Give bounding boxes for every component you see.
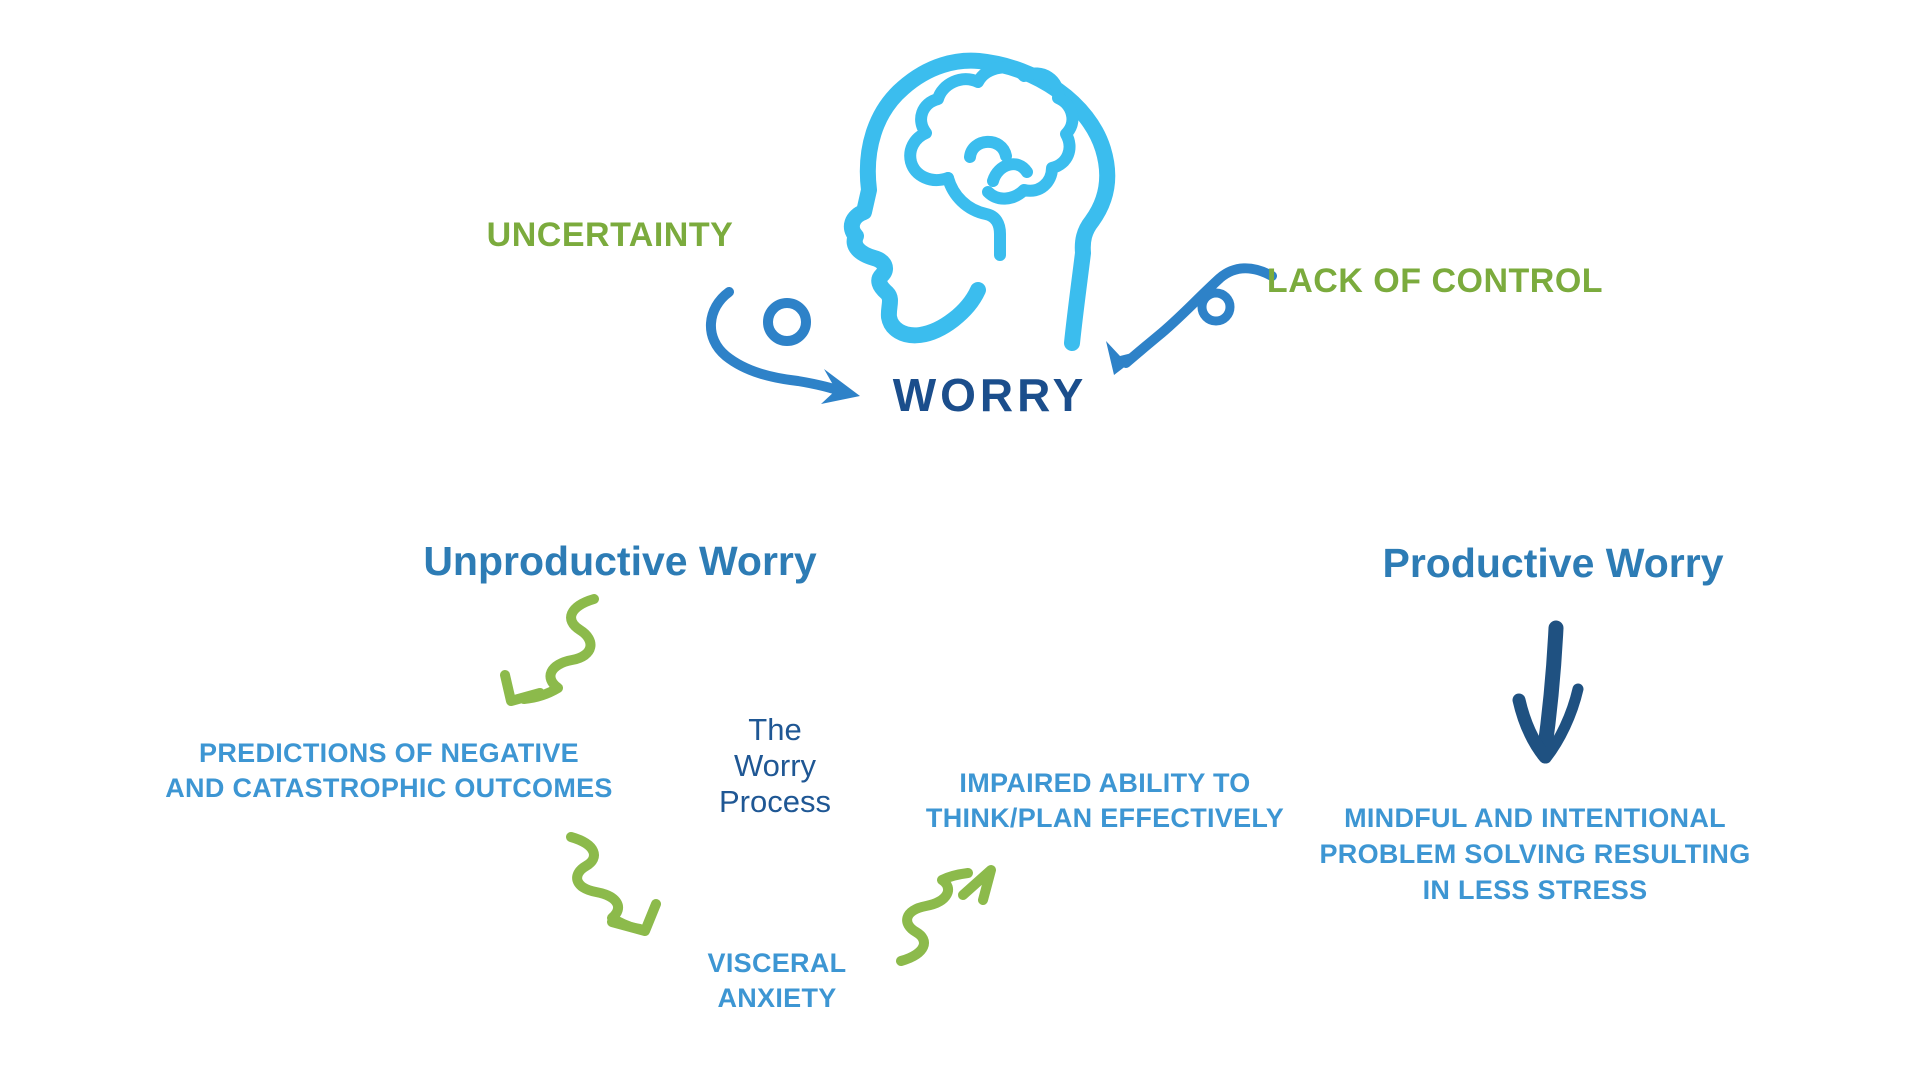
worry-label: WORRY <box>892 369 1088 421</box>
arrowhead <box>500 670 545 706</box>
unproductive-worry-heading: Unproductive Worry <box>423 538 817 584</box>
impaired-line: THINK/PLAN EFFECTIVELY <box>925 803 1285 833</box>
visceral-to-impaired-squiggle-arrow <box>896 865 996 966</box>
uncertainty-label: UNCERTAINTY <box>486 216 734 254</box>
worry-process-line: The <box>748 712 802 747</box>
head-brain-icon <box>843 52 1116 351</box>
mindful-line: MINDFUL AND INTENTIONAL <box>1344 803 1726 833</box>
worry-process-line: Process <box>719 784 831 819</box>
arrowhead <box>821 369 860 404</box>
lack-of-control-label: LACK OF CONTROL <box>1266 262 1604 300</box>
predictions-line: PREDICTIONS OF NEGATIVE <box>199 738 579 768</box>
predictions-to-visceral-squiggle-arrow <box>566 832 661 936</box>
visceral-line: ANXIETY <box>717 983 837 1013</box>
productive-down-arrow <box>1512 620 1584 764</box>
predictions-line: AND CATASTROPHIC OUTCOMES <box>165 773 613 803</box>
impaired-line: IMPAIRED ABILITY TO <box>959 768 1251 798</box>
arrowhead <box>607 899 661 936</box>
productive-worry-heading: Productive Worry <box>1382 540 1724 586</box>
uncertainty-to-worry-arrow <box>706 287 860 404</box>
mindful-line: PROBLEM SOLVING RESULTING <box>1319 839 1751 869</box>
lack-of-control-to-worry-arrow <box>1106 263 1277 375</box>
impaired-node: IMPAIRED ABILITY TO THINK/PLAN EFFECTIVE… <box>895 766 1315 836</box>
mindful-node: MINDFUL AND INTENTIONAL PROBLEM SOLVING … <box>1318 800 1752 908</box>
arrowhead <box>1106 341 1148 375</box>
visceral-node: VISCERAL ANXIETY <box>667 946 887 1016</box>
worry-process-line: Worry <box>733 748 817 783</box>
mindful-line: IN LESS STRESS <box>1422 875 1648 905</box>
arrowhead <box>958 865 996 905</box>
predictions-node: PREDICTIONS OF NEGATIVE AND CATASTROPHIC… <box>139 736 639 806</box>
visceral-line: VISCERAL <box>707 948 847 978</box>
worry-process-label: The Worry Process <box>665 712 885 820</box>
unproductive-squiggle-arrow <box>500 594 599 706</box>
